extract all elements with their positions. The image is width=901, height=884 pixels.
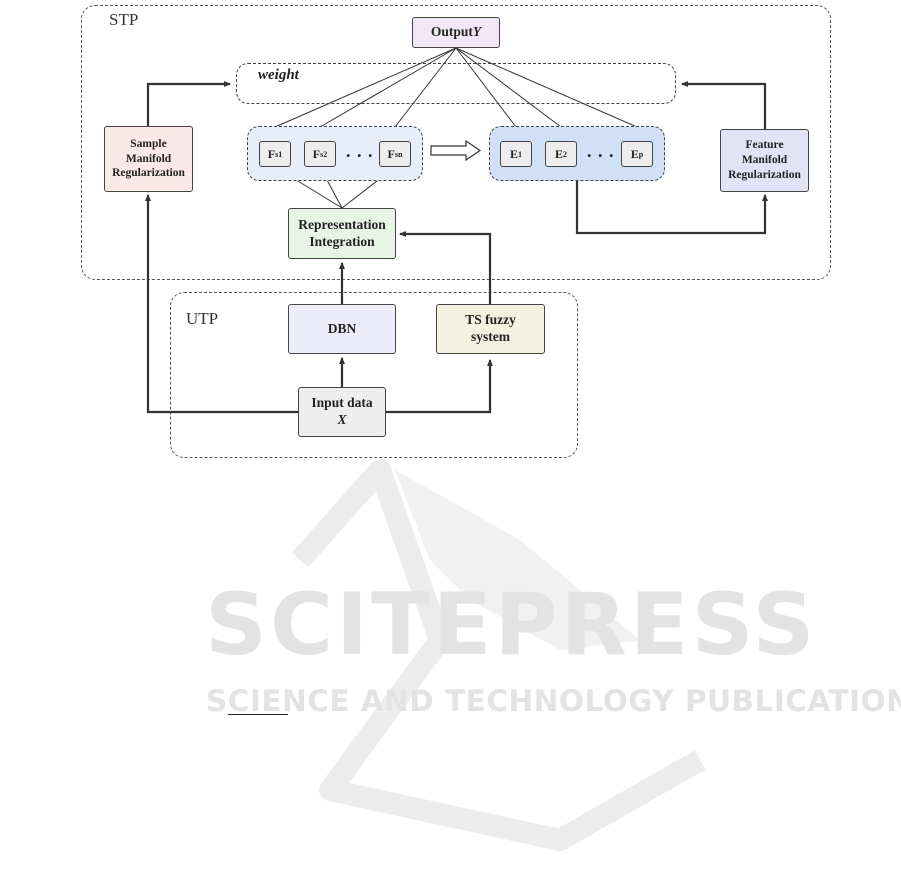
feature-manifold-regularization: Feature Manifold Regularization xyxy=(720,129,809,192)
enhancement-ellipsis: . . . xyxy=(587,141,615,162)
weight-layer xyxy=(236,63,676,104)
input-data-node: Input data X xyxy=(298,387,386,437)
output-label: Output xyxy=(431,24,473,41)
output-variable: Y xyxy=(473,24,481,41)
feature-ellipsis: . . . xyxy=(346,141,374,162)
dbn-node: DBN xyxy=(288,304,396,354)
representation-integration: Representation Integration xyxy=(288,208,396,259)
sample-manifold-regularization: Sample Manifold Regularization xyxy=(104,126,193,192)
output-node: Output Y xyxy=(412,17,500,48)
ts-fuzzy-system: TS fuzzy system xyxy=(436,304,545,354)
weight-label: weight xyxy=(258,67,299,84)
